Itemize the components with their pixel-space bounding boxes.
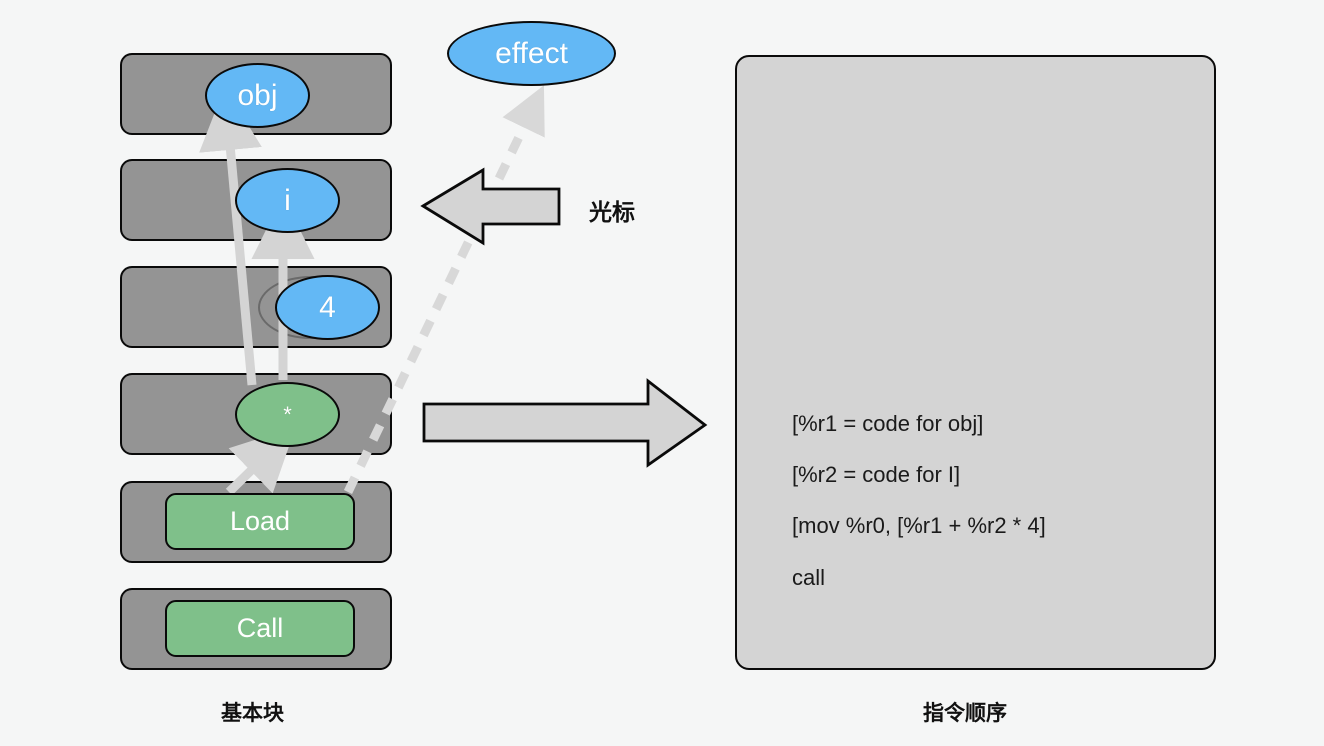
node-call[interactable]: Call (165, 600, 355, 657)
node-star[interactable]: * (235, 382, 340, 447)
node-effect[interactable]: effect (447, 21, 616, 86)
instruction-line: call (792, 564, 826, 590)
node-i[interactable]: i (235, 168, 340, 233)
node-4[interactable]: 4 (275, 275, 380, 340)
node-obj-label: obj (237, 78, 278, 112)
cursor-arrow (420, 167, 561, 246)
edge-star-to-obj (199, 87, 262, 386)
node-load[interactable]: Load (165, 493, 355, 550)
edge-load-to-star (225, 426, 296, 496)
instruction-line: [mov %r0, [%r1 + %r2 * 4] (792, 513, 1046, 539)
node-effect-label: effect (495, 36, 568, 70)
node-star-label: * (283, 401, 292, 427)
instruction-line: [%r1 = code for obj] (792, 411, 984, 436)
edge-load-to-effect (343, 85, 545, 494)
node-load-label: Load (229, 506, 291, 536)
instruction-panel[interactable]: [%r1 = code for obj] [%r2 = code for I] … (735, 55, 1216, 670)
node-obj[interactable]: obj (205, 63, 310, 128)
lowering-arrow (422, 378, 708, 468)
instruction-list: [%r1 = code for obj] [%r2 = code for I] … (792, 411, 1046, 590)
basic-block-caption: 基本块 (221, 702, 284, 725)
instruction-order-caption: 指令顺序 (923, 702, 1007, 725)
cursor-label: 光标 (589, 199, 635, 225)
node-i-label: i (284, 183, 291, 217)
node-4-label: 4 (319, 290, 336, 324)
node-call-label: Call (236, 613, 284, 643)
instruction-line: [%r2 = code for I] (792, 462, 961, 488)
